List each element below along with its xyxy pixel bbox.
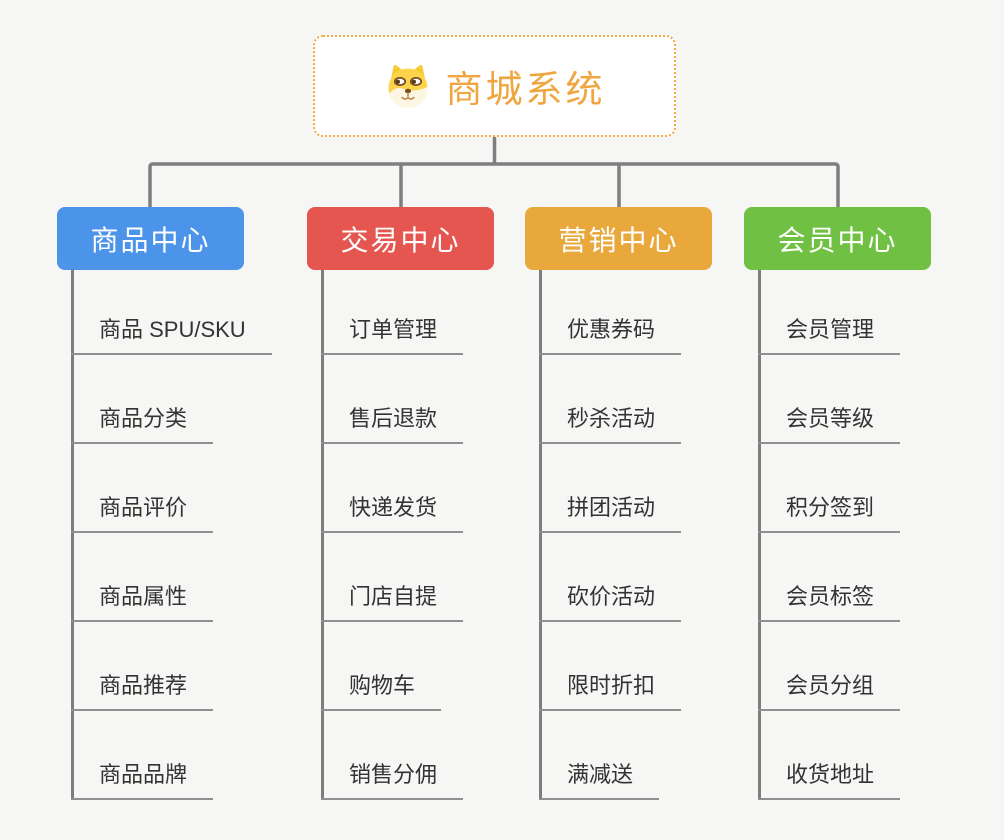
- branch-marketing-center: 营销中心 优惠券码 秒杀活动 拼团活动 砍价活动 限时折扣 满减送: [525, 207, 712, 800]
- node-label[interactable]: 满减送: [539, 757, 660, 800]
- branch-header-marketing-center[interactable]: 营销中心: [525, 207, 712, 270]
- node-label[interactable]: 门店自提: [321, 579, 464, 622]
- node-label[interactable]: 商品评价: [71, 490, 214, 533]
- node-label[interactable]: 商品推荐: [71, 668, 214, 711]
- node-label[interactable]: 商品分类: [71, 401, 214, 444]
- node-label[interactable]: 积分签到: [758, 490, 901, 533]
- node-label[interactable]: 快递发货: [321, 490, 464, 533]
- node-label[interactable]: 商品属性: [71, 579, 214, 622]
- node-label[interactable]: 限时折扣: [539, 668, 682, 711]
- root-node-title: 商城系统: [445, 69, 606, 110]
- branch-header-product-center[interactable]: 商品中心: [57, 207, 244, 270]
- node-label[interactable]: 商品 SPU/SKU: [71, 312, 272, 355]
- node-label[interactable]: 销售分佣: [321, 757, 464, 800]
- node-label[interactable]: 售后退款: [321, 401, 464, 444]
- node-label[interactable]: 商品品牌: [71, 757, 214, 800]
- node-label[interactable]: 会员标签: [758, 579, 901, 622]
- dog-face-icon: [384, 63, 432, 109]
- root-node-mall-system[interactable]: 商城系统: [313, 35, 676, 137]
- node-label[interactable]: 拼团活动: [539, 490, 682, 533]
- node-label[interactable]: 会员分组: [758, 668, 901, 711]
- branch-items-product-center: 商品 SPU/SKU 商品分类 商品评价 商品属性 商品推荐 商品品牌: [71, 270, 272, 800]
- node-label[interactable]: 砍价活动: [539, 579, 682, 622]
- node-label[interactable]: 优惠券码: [539, 312, 682, 355]
- node-label[interactable]: 秒杀活动: [539, 401, 682, 444]
- node-label[interactable]: 订单管理: [321, 312, 464, 355]
- node-label[interactable]: 购物车: [321, 668, 442, 711]
- branch-header-member-center[interactable]: 会员中心: [744, 207, 931, 270]
- branch-product-center: 商品中心 商品 SPU/SKU 商品分类 商品评价 商品属性 商品推荐 商品品牌: [57, 207, 272, 800]
- branch-items-member-center: 会员管理 会员等级 积分签到 会员标签 会员分组 收货地址: [758, 270, 901, 800]
- branch-trade-center: 交易中心 订单管理 售后退款 快递发货 门店自提 购物车 销售分佣: [307, 207, 494, 800]
- branch-member-center: 会员中心 会员管理 会员等级 积分签到 会员标签 会员分组 收货地址: [744, 207, 931, 800]
- branch-header-trade-center[interactable]: 交易中心: [307, 207, 494, 270]
- node-label[interactable]: 会员等级: [758, 401, 901, 444]
- node-label[interactable]: 收货地址: [758, 757, 901, 800]
- node-label[interactable]: 会员管理: [758, 312, 901, 355]
- branch-items-trade-center: 订单管理 售后退款 快递发货 门店自提 购物车 销售分佣: [321, 270, 464, 800]
- branch-items-marketing-center: 优惠券码 秒杀活动 拼团活动 砍价活动 限时折扣 满减送: [539, 270, 682, 800]
